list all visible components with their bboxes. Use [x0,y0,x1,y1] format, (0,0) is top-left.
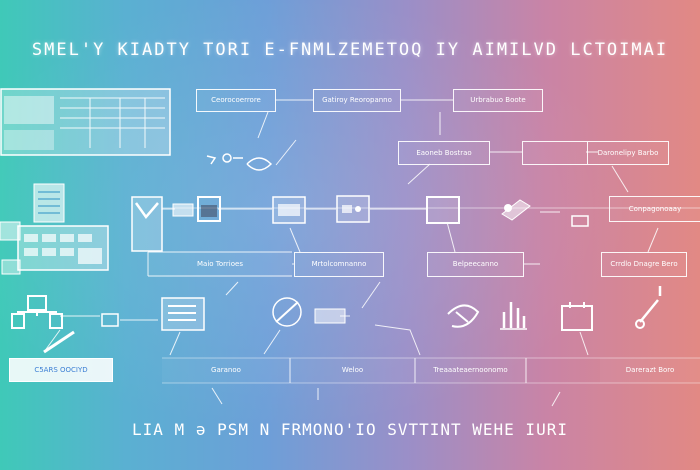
node-row5-3[interactable]: Weloo [290,358,415,383]
folder-icon [197,196,221,222]
tablet-icon [131,196,163,252]
bar-chart-icon [500,302,527,330]
flask-icon [246,157,273,171]
pill-capsule-icon [501,199,531,221]
node-row1-3[interactable]: Urbrabuo Boote [453,89,543,112]
small-device-icon [101,313,119,327]
network-node-icon [11,295,63,329]
pen-icon [43,330,75,354]
node-row5-1[interactable]: C5ARS OOCIYD [9,358,113,382]
node-row2-spacer [522,141,587,165]
node-row4-3[interactable]: Belpeecanno [427,252,524,277]
server-box-icon [272,196,306,224]
empty-window-icon [426,196,460,224]
magnifier-icon [206,153,243,165]
node-row4-2[interactable]: Mrtolcomnanno [294,252,384,277]
node-row4-1[interactable]: Maio Torrioes [148,252,292,277]
node-row5-5[interactable]: Darerazt Boro [600,358,700,383]
printer-icon [571,215,589,227]
camera-icon [336,195,370,223]
card-reader-icon [314,308,346,324]
leaf-chart-icon [447,304,480,328]
document-stack-icon [33,183,65,223]
plug-icon [635,286,662,329]
node-row3-1[interactable]: Conpagonoaay [609,196,700,222]
node-row1-1[interactable]: Ceorocoerrore [196,89,276,112]
diagram-title: SMEL'Y KIADTY TORI E-FNMLZEMETOQ IY AIMI… [31,40,669,60]
dashboard-window-icon [0,88,171,156]
computer-terminal-icon [0,221,109,275]
node-row2-2[interactable]: Daronelipy Barbo [587,141,669,165]
node-row2-1[interactable]: Eaoneb Bostrao [398,141,490,165]
node-row4-4[interactable]: Crrdlo Dnagre Bero [601,252,687,277]
document-lines-icon [272,297,302,327]
node-row5-2[interactable]: Garanoo [162,358,290,383]
node-row1-2[interactable]: Gatiroy Reoropanno [313,89,401,112]
card-icon [172,203,194,217]
checklist-icon [161,297,205,331]
notebook-icon [561,302,593,331]
node-row5-4[interactable]: Treaaateaernoonomo [415,358,526,383]
diagram-footer: LIA M ə PSM N FRMONO'IO SVTTINT WEHE IUR… [132,420,568,439]
